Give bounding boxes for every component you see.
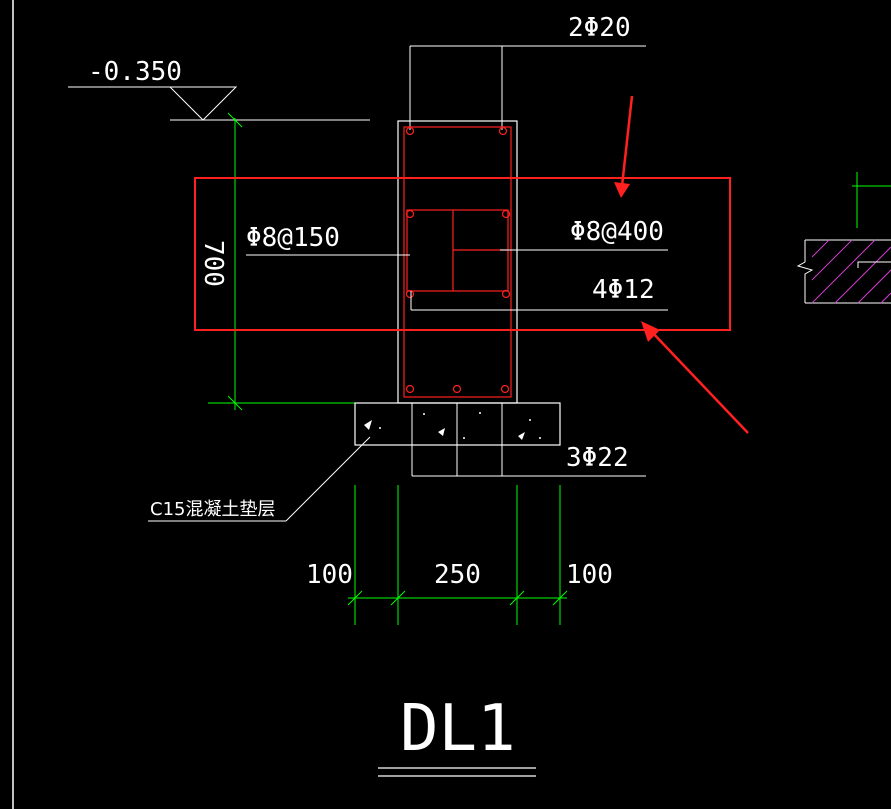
height-dim-label: 700 <box>198 240 228 287</box>
side-rebar-label: 4Φ12 <box>592 275 655 305</box>
top-rebar-leader: 2Φ20 <box>409 13 646 130</box>
red-arrow-icon <box>614 95 634 198</box>
dim-center-label: 250 <box>434 560 481 590</box>
cushion-label: C15混凝土垫层 <box>150 499 275 520</box>
highlight-box <box>194 177 731 331</box>
triangle-elevation-icon <box>168 86 238 121</box>
height-dimension <box>208 112 398 411</box>
rebar-leaders <box>246 249 668 311</box>
rebar-cage <box>403 126 512 398</box>
width-dimension <box>347 485 568 625</box>
stirrup-right-label: Φ8@400 <box>570 217 664 247</box>
concrete-cushion <box>354 402 646 477</box>
beam-section-outline <box>397 120 518 404</box>
elevation-marker: -0.350 <box>68 57 370 121</box>
dim-left-label: 100 <box>306 560 353 590</box>
title-underline <box>378 767 536 777</box>
drawing-title: DL1 <box>400 692 516 766</box>
stirrup-left-label: Φ8@150 <box>246 223 340 253</box>
partial-section-right <box>796 172 891 304</box>
bottom-rebar-label: 3Φ22 <box>566 443 629 473</box>
elevation-label: -0.350 <box>88 57 182 87</box>
dim-right-label: 100 <box>566 560 613 590</box>
top-rebar-label: 2Φ20 <box>568 13 631 43</box>
red-arrow-icon-lower <box>641 321 749 434</box>
cushion-leader <box>148 436 371 522</box>
